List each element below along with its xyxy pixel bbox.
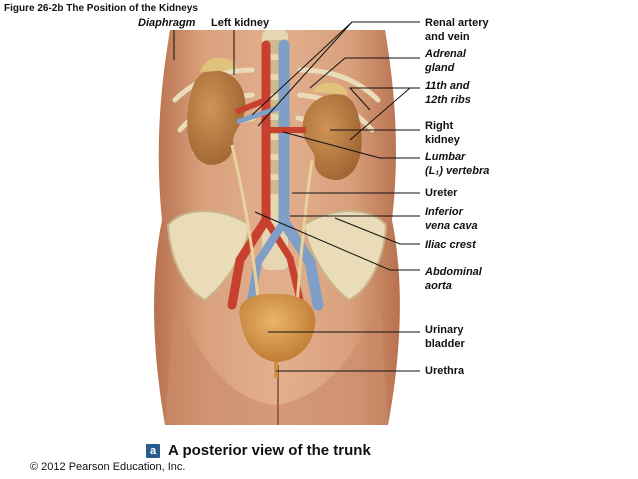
- copyright-notice: © 2012 Pearson Education, Inc.: [30, 461, 186, 473]
- left-kidney: [187, 70, 246, 165]
- right-kidney: [302, 94, 362, 180]
- left-iliac: [166, 210, 252, 302]
- label-left-kidney: Left kidney: [211, 17, 270, 29]
- right-iliac: [302, 210, 388, 302]
- label-diaphragm: Diaphragm: [138, 17, 196, 29]
- left-adrenal: [200, 57, 238, 72]
- left-renal-vein: [236, 103, 285, 125]
- label-urinary-bladder: Urinary bladder: [425, 324, 465, 350]
- label-renal-artery-vein: Renal artery and vein: [425, 17, 489, 43]
- label-inferior-vena-cava: Inferior vena cava: [425, 206, 478, 232]
- vena-cava-left-iliac: [246, 218, 288, 309]
- figure-title: Figure 26-2b The Position of the Kidneys: [4, 3, 198, 14]
- left-renal-artery: [234, 97, 268, 115]
- label-iliac-crest: Iliac crest: [425, 239, 476, 251]
- leader-lines: [173, 21, 420, 372]
- panel-caption-row: a A posterior view of the trunk: [146, 442, 371, 459]
- label-ribs: 11th and 12th ribs: [425, 80, 471, 106]
- label-right-kidney: Right kidney: [425, 120, 460, 146]
- panel-letter-badge: a: [146, 443, 160, 458]
- lower-back-shadow: [165, 300, 388, 425]
- urinary-bladder: [239, 293, 316, 362]
- label-adrenal-gland: Adrenal gland: [425, 48, 466, 74]
- label-urethra: Urethra: [425, 365, 465, 377]
- inferior-vena-cava: [278, 39, 324, 311]
- label-lumbar-vertebra: Lumbar (L₁) vertebra: [425, 151, 490, 177]
- right-adrenal: [312, 82, 348, 95]
- label-abdominal-aorta: Abdominal aorta: [425, 266, 482, 292]
- label-ureter: Ureter: [425, 187, 458, 199]
- panel-caption: A posterior view of the trunk: [168, 442, 371, 459]
